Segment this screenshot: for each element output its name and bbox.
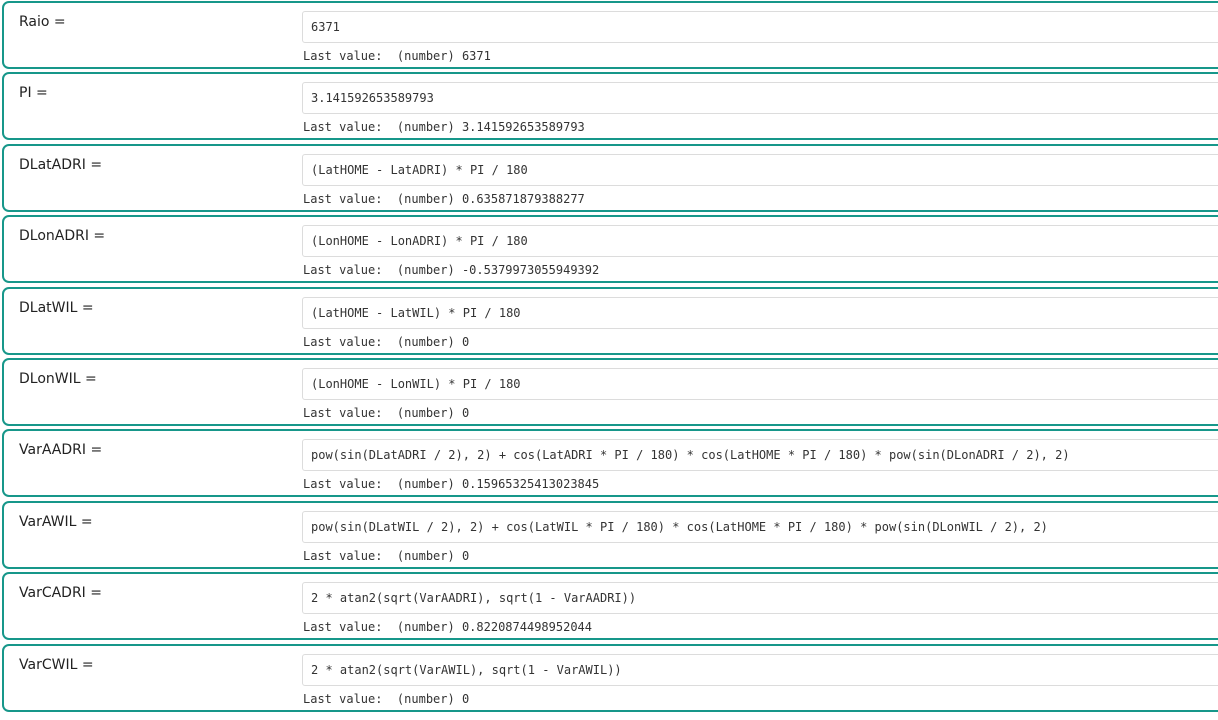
variable-name-label: DLonADRI =	[19, 228, 106, 244]
variable-row: VarAADRI = Last value: (number) 0.1596532…	[2, 429, 1218, 497]
expression-input[interactable]	[302, 654, 1218, 686]
expression-input[interactable]	[302, 225, 1218, 257]
variable-row: PI = Last value: (number) 3.1415926535897…	[2, 72, 1218, 140]
last-value-label: Last value:	[303, 263, 397, 277]
last-value-text: Last value: (number) 0.635871879388277	[303, 192, 585, 206]
last-value: (number) -0.5379973055949392	[396, 263, 600, 277]
variable-name-label: VarAADRI =	[19, 442, 103, 458]
expression-input[interactable]	[302, 368, 1218, 400]
variable-row: DLonWIL = Last value: (number) 0	[2, 358, 1218, 426]
last-value: (number) 0	[396, 406, 470, 420]
expression-input[interactable]	[302, 511, 1218, 543]
last-value-label: Last value:	[303, 620, 397, 634]
last-value-text: Last value: (number) 0	[303, 406, 469, 420]
variable-row: Raio = Last value: (number) 6371	[2, 1, 1218, 69]
last-value-text: Last value: (number) -0.5379973055949392	[303, 263, 599, 277]
expression-input[interactable]	[302, 439, 1218, 471]
variable-name-label: DLatWIL =	[19, 300, 94, 316]
last-value-text: Last value: (number) 0.8220874498952044	[303, 620, 592, 634]
last-value: (number) 0.15965325413023845	[396, 477, 600, 491]
variable-row: VarCADRI = Last value: (number) 0.8220874…	[2, 572, 1218, 640]
variable-row: VarAWIL = Last value: (number) 0	[2, 501, 1218, 569]
last-value-label: Last value:	[303, 120, 397, 134]
variable-name-label: Raio =	[19, 14, 66, 30]
last-value-text: Last value: (number) 0	[303, 335, 469, 349]
expression-input[interactable]	[302, 154, 1218, 186]
variable-row: VarCWIL = Last value: (number) 0	[2, 644, 1218, 712]
last-value-text: Last value: (number) 3.141592653589793	[303, 120, 585, 134]
last-value: (number) 0.635871879388277	[396, 192, 585, 206]
expression-input[interactable]	[302, 11, 1218, 43]
variable-row: DLatADRI = Last value: (number) 0.6358718…	[2, 144, 1218, 212]
last-value-text: Last value: (number) 0	[303, 549, 469, 563]
last-value-label: Last value:	[303, 549, 397, 563]
variable-name-label: DLonWIL =	[19, 371, 97, 387]
last-value-label: Last value:	[303, 477, 397, 491]
last-value: (number) 0.8220874498952044	[396, 620, 592, 634]
last-value-label: Last value:	[303, 192, 397, 206]
variable-name-label: VarCWIL =	[19, 657, 94, 673]
last-value: (number) 0	[396, 692, 470, 706]
last-value: (number) 0	[396, 549, 470, 563]
last-value: (number) 6371	[396, 49, 491, 63]
last-value-label: Last value:	[303, 692, 397, 706]
variable-name-label: VarAWIL =	[19, 514, 93, 530]
last-value-text: Last value: (number) 0	[303, 692, 469, 706]
variable-row: DLatWIL = Last value: (number) 0	[2, 287, 1218, 355]
variable-name-label: VarCADRI =	[19, 585, 102, 601]
expression-input[interactable]	[302, 582, 1218, 614]
last-value: (number) 3.141592653589793	[396, 120, 585, 134]
last-value-label: Last value:	[303, 335, 397, 349]
last-value-text: Last value: (number) 0.15965325413023845	[303, 477, 599, 491]
last-value-label: Last value:	[303, 49, 397, 63]
last-value-text: Last value: (number) 6371	[303, 49, 491, 63]
expression-input[interactable]	[302, 297, 1218, 329]
variable-name-label: DLatADRI =	[19, 157, 103, 173]
variable-row: DLonADRI = Last value: (number) -0.537997…	[2, 215, 1218, 283]
last-value-label: Last value:	[303, 406, 397, 420]
expression-input[interactable]	[302, 82, 1218, 114]
last-value: (number) 0	[396, 335, 470, 349]
variable-name-label: PI =	[19, 85, 48, 101]
